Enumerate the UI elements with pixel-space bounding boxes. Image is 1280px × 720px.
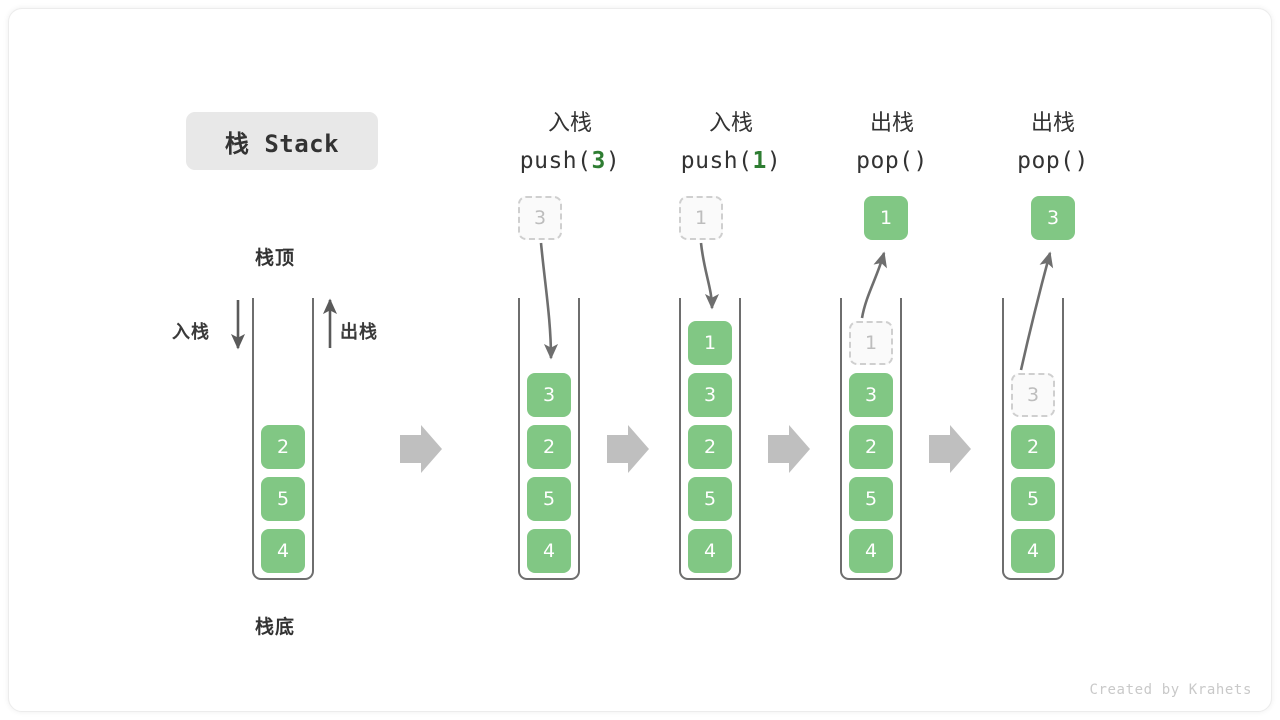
- popped-ghost-cell: 3: [1011, 373, 1055, 417]
- stack-vessel-pop-3: [1002, 298, 1064, 580]
- incoming-cell: 3: [518, 196, 562, 240]
- stack-cell: 5: [261, 477, 305, 521]
- caption-code-arg: 1: [752, 148, 767, 174]
- stack-cell: 5: [1011, 477, 1055, 521]
- caption-code-prefix: pop(: [1017, 148, 1075, 174]
- stack-cell: 3: [527, 373, 571, 417]
- stack-cell: 4: [261, 529, 305, 573]
- caption-cn: 出栈: [1030, 110, 1075, 135]
- caption-code: pop(): [963, 142, 1143, 180]
- stack-cell: 1: [688, 321, 732, 365]
- caption-push-1: 入栈 push(1): [641, 104, 821, 180]
- stack-vessel-initial: [252, 298, 314, 580]
- stack-vessel-push-3: [518, 298, 580, 580]
- stack-cell: 2: [261, 425, 305, 469]
- transition-arrow: [768, 425, 810, 473]
- caption-code-prefix: push(: [519, 148, 592, 174]
- caption-code-prefix: push(: [680, 148, 753, 174]
- stack-cell: 2: [1011, 425, 1055, 469]
- caption-push-3: 入栈 push(3): [480, 104, 660, 180]
- transition-arrow: [929, 425, 971, 473]
- caption-code: push(3): [480, 142, 660, 180]
- caption-code-suffix: ): [1074, 148, 1089, 174]
- incoming-cell: 1: [679, 196, 723, 240]
- stack-cell: 5: [688, 477, 732, 521]
- popped-ghost-cell: 1: [849, 321, 893, 365]
- stack-bottom-label: 栈底: [255, 617, 296, 638]
- outgoing-cell: 1: [864, 196, 908, 240]
- caption-pop-3: 出栈 pop(): [963, 104, 1143, 180]
- stack-cell: 4: [688, 529, 732, 573]
- caption-code-suffix: ): [766, 148, 782, 174]
- title-badge: 栈 Stack: [186, 112, 378, 170]
- stack-vessel-push-1: [679, 298, 741, 580]
- stack-cell: 5: [527, 477, 571, 521]
- transition-arrow: [400, 425, 442, 473]
- stack-vessel-pop-1: [840, 298, 902, 580]
- caption-cn: 入栈: [547, 110, 592, 135]
- caption-code: pop(): [802, 142, 982, 180]
- stack-cell: 4: [849, 529, 893, 573]
- caption-code-arg: 3: [591, 148, 606, 174]
- stack-top-label: 栈顶: [255, 248, 296, 269]
- caption-code-suffix: ): [913, 148, 928, 174]
- stack-cell: 2: [527, 425, 571, 469]
- stack-cell: 3: [849, 373, 893, 417]
- stack-cell: 4: [527, 529, 571, 573]
- caption-cn: 入栈: [708, 110, 753, 135]
- credit-text: Created by Krahets: [1089, 682, 1252, 698]
- pop-side-label: 出栈: [340, 322, 378, 342]
- caption-code-prefix: pop(: [856, 148, 914, 174]
- stack-cell: 2: [849, 425, 893, 469]
- caption-code: push(1): [641, 142, 821, 180]
- caption-pop-1: 出栈 pop(): [802, 104, 982, 180]
- stack-cell: 2: [688, 425, 732, 469]
- stack-cell: 4: [1011, 529, 1055, 573]
- transition-arrow: [607, 425, 649, 473]
- stack-cell: 5: [849, 477, 893, 521]
- stack-cell: 3: [688, 373, 732, 417]
- caption-cn: 出栈: [869, 110, 914, 135]
- push-side-label: 入栈: [172, 322, 210, 342]
- outgoing-cell: 3: [1031, 196, 1075, 240]
- caption-code-suffix: ): [605, 148, 621, 174]
